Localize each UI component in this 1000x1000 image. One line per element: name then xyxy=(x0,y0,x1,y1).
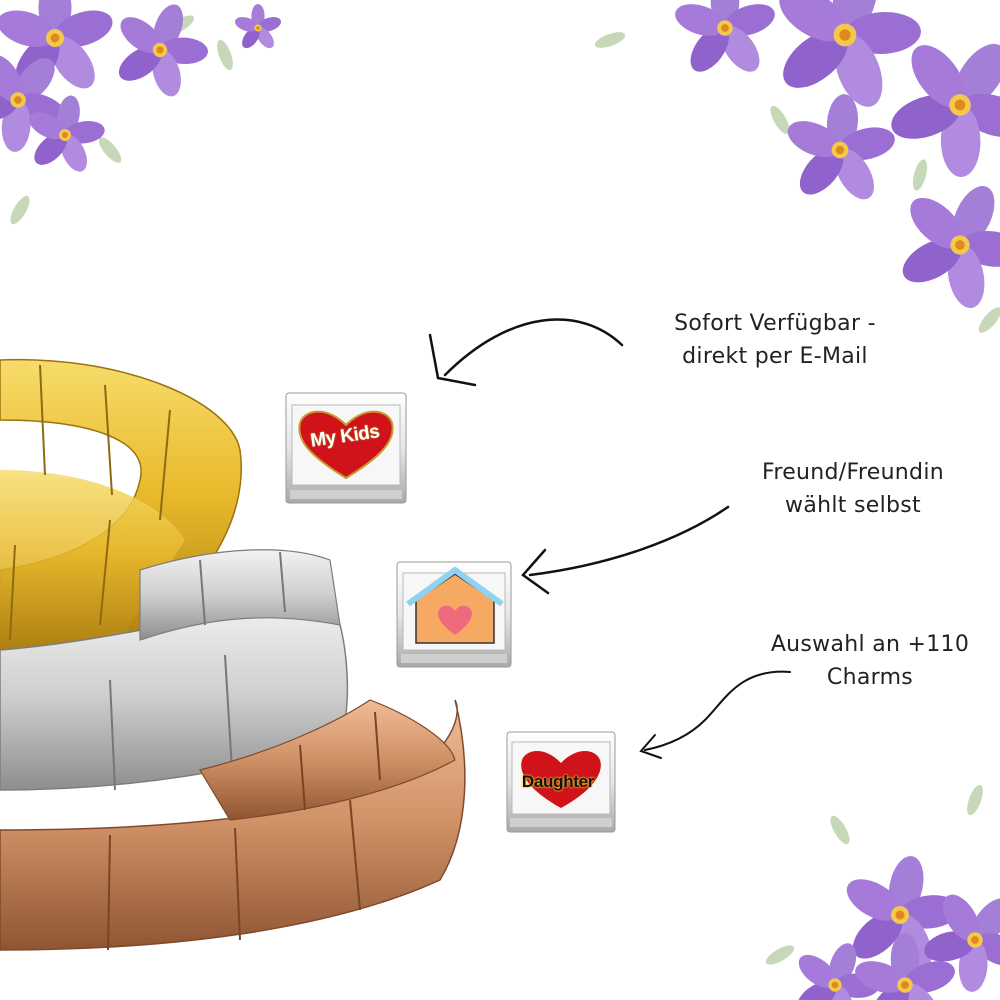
charm-daughter xyxy=(506,731,616,833)
flowers-top-right xyxy=(592,0,1000,337)
caption-line: direkt per E-Mail xyxy=(682,344,868,369)
caption-line: Freund/Freundin xyxy=(762,460,944,485)
caption-line: wählt selbst xyxy=(785,493,921,518)
silver-bracelet xyxy=(0,549,349,791)
flowers-bottom-right xyxy=(763,782,1000,1000)
caption-line: Charms xyxy=(826,665,914,690)
arrow-to-charm-2 xyxy=(521,505,730,595)
rose-gold-bracelet xyxy=(0,699,466,951)
arrow-to-charm-1 xyxy=(428,318,624,387)
heart-icon xyxy=(521,751,601,808)
heart-icon xyxy=(298,410,394,480)
caption-line: Auswahl an +110 xyxy=(770,632,970,657)
caption-instant-delivery: Sofort Verfügbar - direkt per E-Mail xyxy=(640,307,910,373)
caption-charm-selection: Auswahl an +110 Charms xyxy=(755,628,985,694)
charm-my-kids xyxy=(285,392,407,504)
caption-friend-chooses: Freund/Freundin wählt selbst xyxy=(738,456,968,522)
house-heart-icon xyxy=(406,567,504,644)
caption-line: Sofort Verfügbar - xyxy=(674,311,876,336)
charm-daughter-label: Daughter xyxy=(521,772,595,791)
charm-home xyxy=(396,561,512,668)
arrow-to-charm-3 xyxy=(639,670,791,759)
flowers-top-left xyxy=(0,0,283,227)
